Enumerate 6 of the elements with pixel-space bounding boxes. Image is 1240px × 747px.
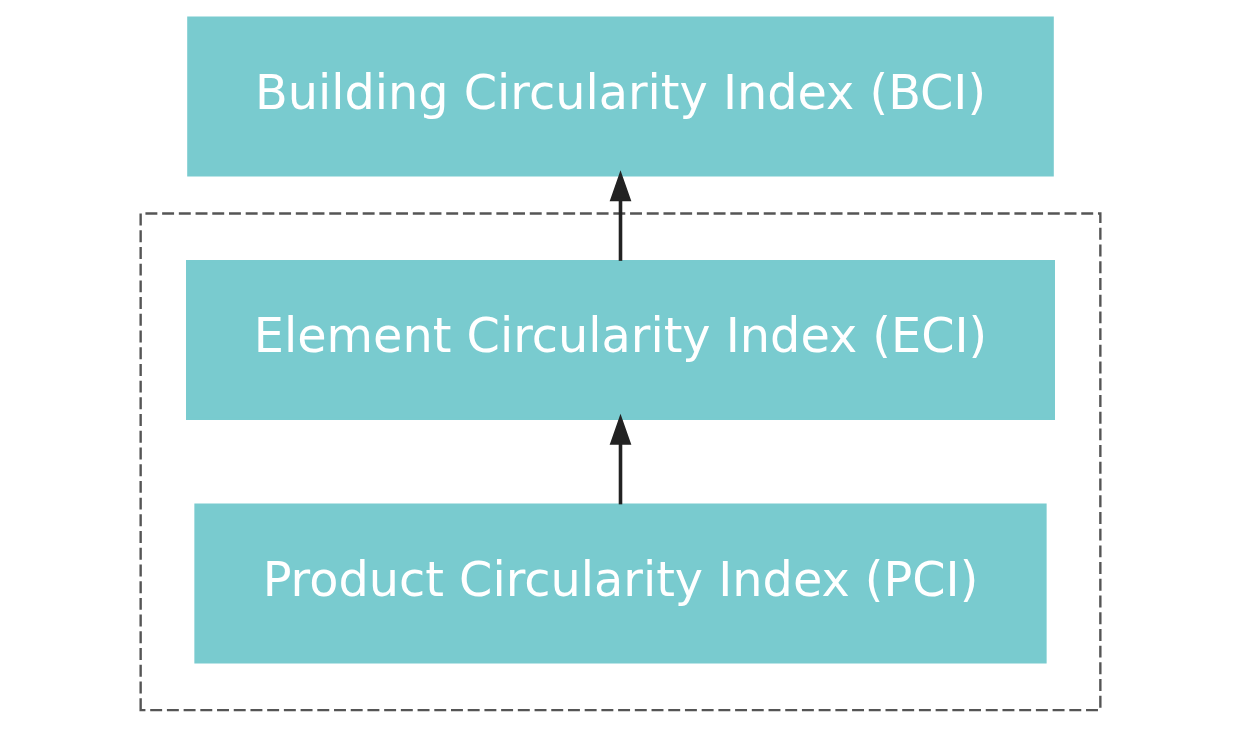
cluster <box>138 212 1102 712</box>
node-box: Element Circularity Index (ECI) <box>185 260 1055 421</box>
arrow <box>609 170 631 261</box>
node-box: Product Circularity Index (PCI) <box>193 503 1047 664</box>
node-box: Building Circularity Index (BCI) <box>186 16 1054 177</box>
arrow <box>609 413 631 505</box>
